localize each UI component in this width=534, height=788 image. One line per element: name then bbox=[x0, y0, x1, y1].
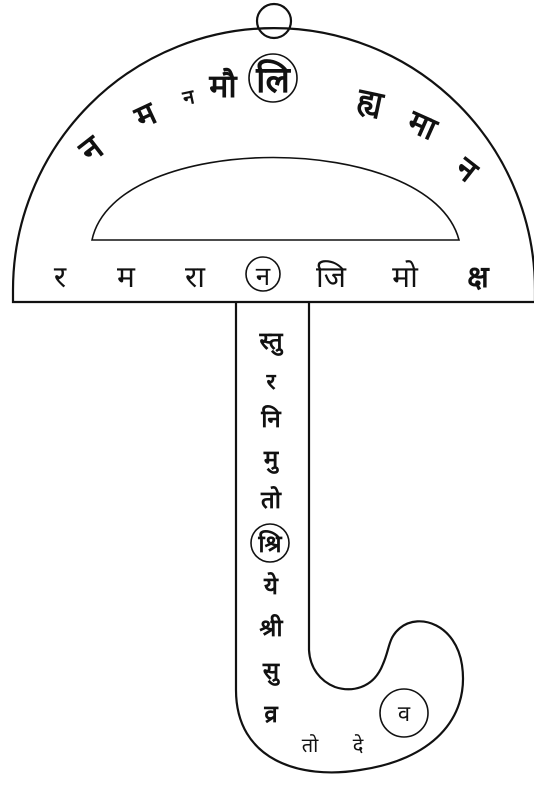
arc-letter: मौ bbox=[208, 67, 238, 105]
arc-letter: ह्य bbox=[353, 80, 388, 123]
bar-letter: न bbox=[256, 262, 271, 292]
bar-letter: मो bbox=[392, 260, 419, 295]
stem-letter: तो bbox=[260, 485, 282, 514]
bar-letter: र bbox=[54, 260, 67, 295]
hook-letter: व bbox=[398, 702, 411, 727]
hook-letter: दे bbox=[353, 733, 364, 757]
top-ring bbox=[257, 4, 291, 38]
stem-letter: मु bbox=[263, 444, 280, 474]
bar-letter: रा bbox=[185, 260, 206, 295]
stem-letter: श्रि bbox=[257, 529, 282, 558]
hook-letter: तो bbox=[302, 733, 319, 757]
arc-letter: न bbox=[180, 84, 198, 110]
stem-letter: व्र bbox=[263, 699, 279, 728]
stem-letter: सु bbox=[262, 656, 280, 686]
arc-letter: न bbox=[447, 148, 486, 190]
stem-letter: स्तु bbox=[258, 326, 283, 356]
bar-letter: जि bbox=[316, 260, 347, 295]
bar-letter: क्ष bbox=[467, 260, 490, 295]
arc-letter: मा bbox=[401, 102, 444, 149]
arc-letter: लि bbox=[255, 59, 291, 101]
canopy-inner-arch bbox=[92, 158, 459, 241]
bar-letter: म bbox=[117, 260, 136, 295]
arc-letter: न bbox=[71, 127, 112, 171]
arc-letter: म bbox=[128, 93, 164, 137]
stem-letter: श्री bbox=[259, 613, 283, 642]
stem-letter: ये bbox=[263, 571, 279, 600]
stem-letter: नि bbox=[260, 404, 282, 433]
stem-letter: र bbox=[266, 369, 277, 395]
